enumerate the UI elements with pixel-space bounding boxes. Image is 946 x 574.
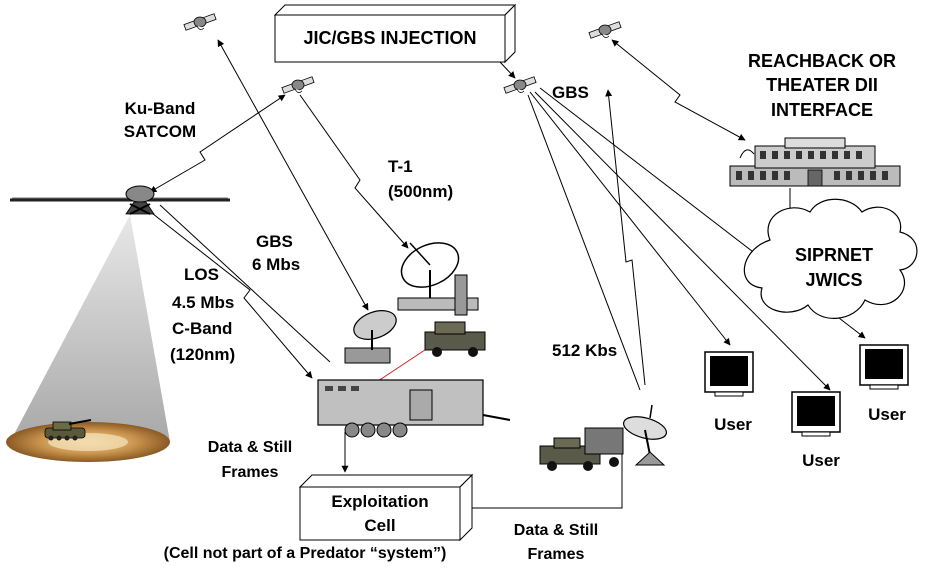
user-label: User <box>868 405 906 424</box>
data-still-right-label: Data & Still <box>514 522 598 539</box>
frames-left-label: Frames <box>222 464 279 481</box>
sensor-footprint <box>6 215 170 462</box>
los-label: LOS <box>184 265 219 284</box>
siprnet-label: SIPRNET <box>795 245 873 265</box>
gbs-6-label: GBS <box>256 232 293 251</box>
jwics-label: JWICS <box>805 270 862 290</box>
reachback-label: REACHBACK OR <box>748 51 896 71</box>
user-label: User <box>802 451 840 470</box>
exploitation-label: Exploitation <box>331 492 428 511</box>
frames-right-label: Frames <box>528 546 585 563</box>
data-still-left-label: Data & Still <box>208 439 292 456</box>
ku-band-label: Ku-Band <box>125 99 196 118</box>
gbs-label: GBS <box>552 83 589 102</box>
tank-icon <box>44 419 92 441</box>
theater-dii-label: THEATER DII <box>766 75 878 95</box>
satellite-icon <box>183 13 217 31</box>
monitor-icon <box>859 344 909 390</box>
satellite-icon <box>503 76 537 94</box>
user-label: User <box>714 415 752 434</box>
jic-gbs-label: JIC/GBS INJECTION <box>303 28 476 48</box>
satellite-dish-icon <box>622 404 668 466</box>
los-range-label: (120nm) <box>170 345 235 364</box>
trailer-icon <box>317 379 511 438</box>
kbs-512-label: 512 Kbs <box>552 341 617 360</box>
satellite-icon <box>588 21 622 39</box>
communication-links <box>147 39 866 512</box>
exploitation-cell-box: Exploitation Cell <box>298 473 474 542</box>
satellite-icon <box>281 76 315 94</box>
satcom-label: SATCOM <box>124 122 196 141</box>
satellite-dish-icon <box>344 310 397 364</box>
interface-label: INTERFACE <box>771 100 873 120</box>
humvee-icon <box>539 427 624 471</box>
gbs-6-rate-label: 6 Mbs <box>252 255 300 274</box>
footnote-label: (Cell not part of a Predator “system”) <box>164 545 447 562</box>
satellite-dish-icon <box>397 242 479 316</box>
jic-gbs-injection-box: JIC/GBS INJECTION <box>273 3 517 64</box>
c-band-label: C-Band <box>172 319 232 338</box>
monitor-icon <box>791 391 841 437</box>
cell-label: Cell <box>364 516 395 535</box>
humvee-icon <box>424 321 486 357</box>
los-rate-label: 4.5 Mbs <box>172 293 234 312</box>
monitor-icon <box>704 351 754 397</box>
text-labels: Ku-Band SATCOM GBS REACHBACK OR THEATER … <box>124 51 906 563</box>
predator-uav-icon <box>10 185 230 215</box>
t1-range-label: (500nm) <box>388 182 453 201</box>
t1-label: T-1 <box>388 157 413 176</box>
building-icon <box>729 137 901 187</box>
cloud-icon <box>743 198 918 319</box>
